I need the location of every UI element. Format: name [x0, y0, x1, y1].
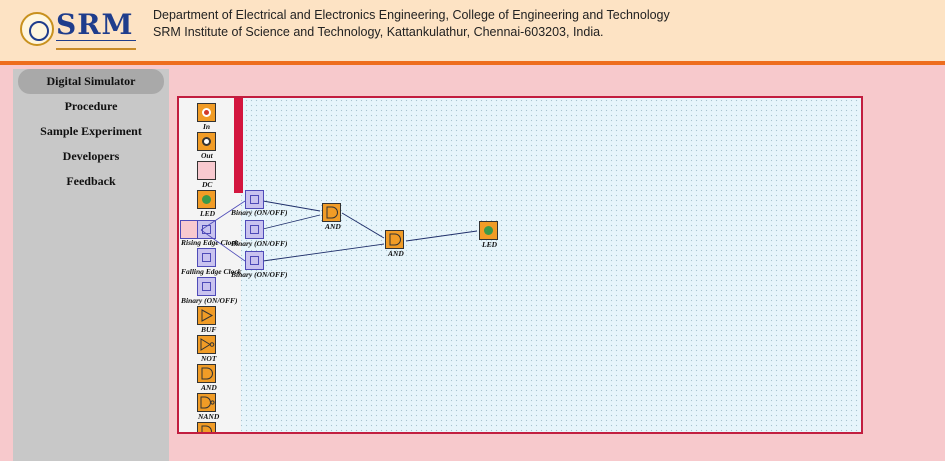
palette-binary[interactable]	[197, 277, 216, 296]
component-label: Binary (ON/OFF)	[231, 239, 288, 248]
or-gate-icon	[201, 425, 212, 432]
wire[interactable]	[341, 212, 385, 239]
palette-more[interactable]	[197, 422, 216, 432]
palette-nand[interactable]	[197, 393, 216, 412]
palette-falling-edge-clock[interactable]	[197, 248, 216, 267]
palette-and[interactable]	[197, 364, 216, 383]
palette-label: Rising Edge Clock	[181, 238, 239, 247]
palette-label: Falling Edge Clock	[181, 267, 242, 276]
wire[interactable]	[262, 214, 321, 230]
buffer-icon	[201, 309, 214, 322]
header-line-2: SRM Institute of Science and Technology,…	[153, 25, 604, 39]
component-label: Binary (ON/OFF)	[231, 208, 288, 217]
palette-scrollbar[interactable]	[234, 98, 243, 193]
nav-digital-simulator[interactable]: Digital Simulator	[18, 69, 164, 94]
site-header: SRM Department of Electrical and Electro…	[0, 0, 945, 65]
canvas-and-gate-1[interactable]	[322, 203, 341, 222]
palette-led[interactable]	[197, 190, 216, 209]
wire[interactable]	[262, 243, 385, 262]
component-label: Binary (ON/OFF)	[231, 270, 288, 279]
component-label: AND	[325, 222, 341, 231]
header-line-1: Department of Electrical and Electronics…	[153, 8, 670, 22]
and-gate-icon	[201, 367, 213, 380]
logo-text: SRM	[56, 8, 134, 41]
led-on-icon	[484, 226, 493, 235]
canvas-binary-1[interactable]	[245, 190, 264, 209]
palette-in[interactable]	[197, 103, 216, 122]
palette-label: DC	[202, 180, 213, 189]
palette-not[interactable]	[197, 335, 216, 354]
palette-label: In	[203, 122, 211, 131]
palette-out[interactable]	[197, 132, 216, 151]
canvas-and-gate-2[interactable]	[385, 230, 404, 249]
nav-feedback[interactable]: Feedback	[66, 174, 116, 188]
wire[interactable]	[405, 230, 478, 242]
output-icon	[202, 137, 211, 146]
input-icon	[202, 108, 211, 117]
wires-layer	[200, 200, 478, 262]
wire[interactable]	[200, 200, 246, 231]
nand-gate-icon	[200, 396, 215, 409]
not-gate-icon	[200, 338, 215, 351]
canvas-binary-3[interactable]	[245, 251, 264, 270]
component-palette: In Out DC LED Rising Edge Clock Falling …	[179, 98, 241, 432]
and-gate-icon	[326, 206, 338, 219]
srm-seal-icon	[20, 12, 54, 46]
canvas-binary-2[interactable]	[245, 220, 264, 239]
palette-buf[interactable]	[197, 306, 216, 325]
simulator-canvas[interactable]: In Out DC LED Rising Edge Clock Falling …	[177, 96, 863, 434]
header-title: Department of Electrical and Electronics…	[153, 7, 670, 41]
palette-label: NOT	[201, 354, 217, 363]
nav-developers[interactable]: Developers	[62, 149, 120, 163]
and-gate-icon	[389, 233, 401, 246]
palette-label: Out	[201, 151, 213, 160]
palette-label: NAND	[198, 412, 220, 421]
led-icon	[202, 195, 211, 204]
srm-logo[interactable]: SRM	[20, 8, 136, 52]
component-label: AND	[388, 249, 404, 258]
component-label: LED	[482, 240, 497, 249]
palette-label: Binary (ON/OFF)	[181, 296, 238, 305]
canvas-led[interactable]	[479, 221, 498, 240]
nav-sample-experiment[interactable]: Sample Experiment	[40, 124, 142, 138]
palette-label: AND	[201, 383, 217, 392]
palette-label: LED	[200, 209, 215, 218]
sidebar: Digital Simulator Procedure Sample Exper…	[13, 69, 169, 461]
wire[interactable]	[262, 200, 321, 212]
palette-label: BUF	[201, 325, 217, 334]
nav-procedure[interactable]: Procedure	[64, 99, 118, 113]
palette-rising-clock-icon	[197, 220, 216, 239]
palette-dc[interactable]	[197, 161, 216, 180]
wire[interactable]	[200, 229, 246, 262]
